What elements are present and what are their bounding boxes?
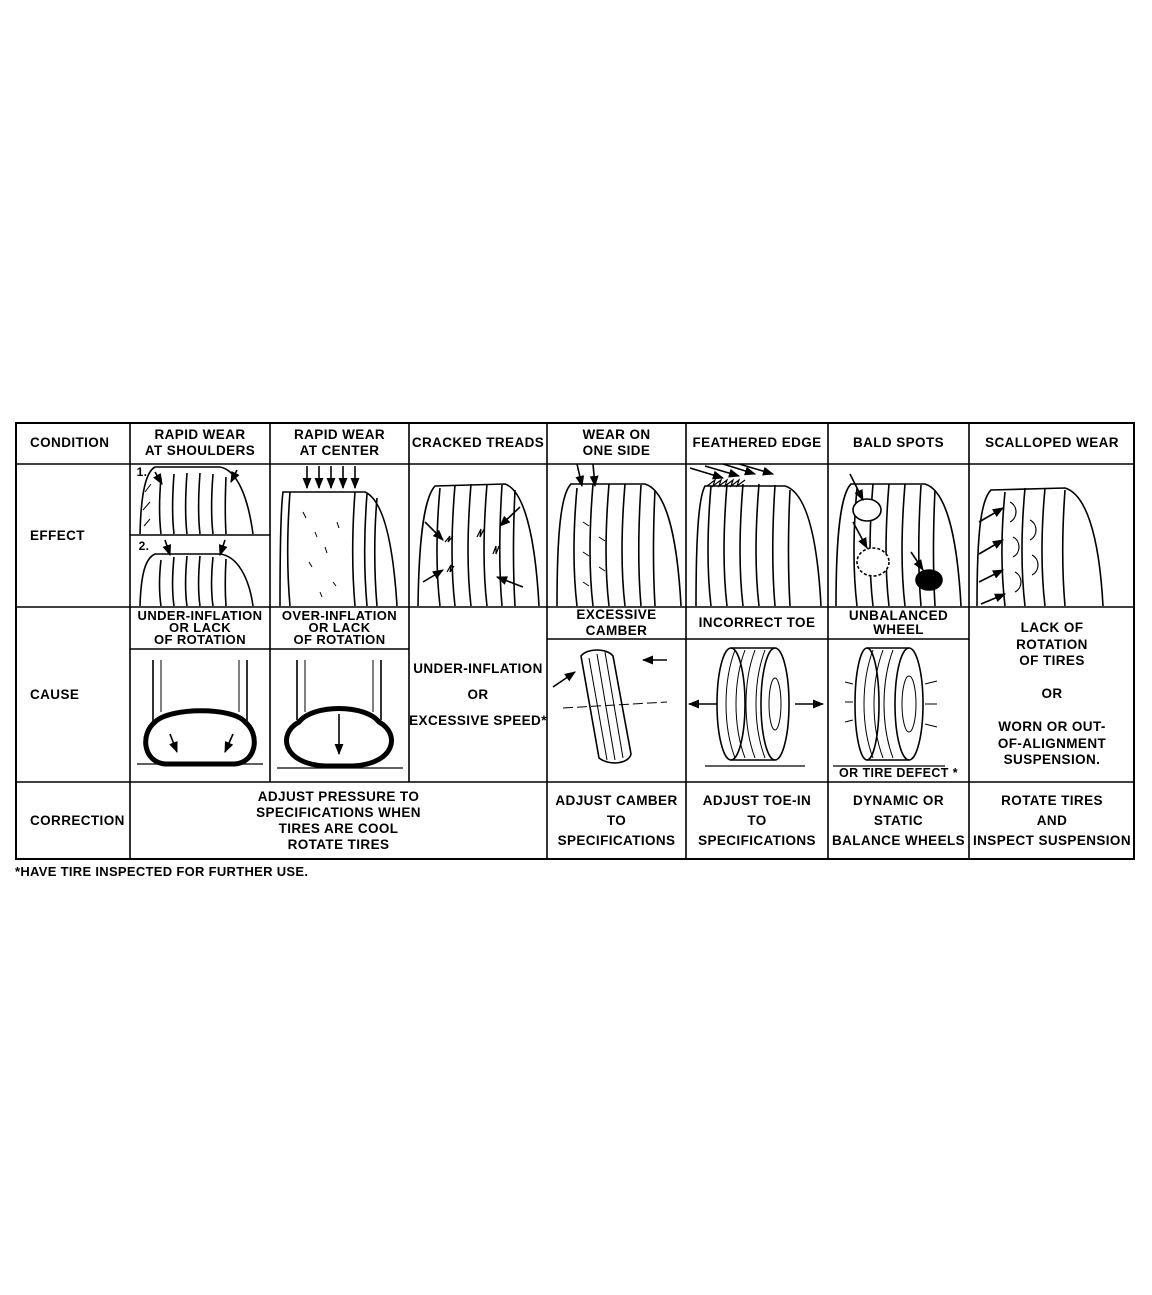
correction-camber: ADJUST CAMBER TO SPECIFICATIONS (555, 793, 678, 848)
condition-center: RAPID WEAR AT CENTER (294, 427, 385, 458)
row-label-effect: EFFECT (30, 527, 85, 543)
tire-shoulder-wear-1 (139, 466, 254, 535)
correction-rotate: ROTATE TIRES AND INSPECT SUSPENSION (973, 793, 1131, 848)
tire-excessive-camber (552, 649, 668, 764)
condition-one-side: WEAR ON ONE SIDE (582, 427, 651, 458)
tire-feathered-edge (689, 463, 822, 607)
tire-illustrations (15, 422, 1135, 860)
effect-marker-1: 1. (136, 465, 148, 479)
effect-marker-2: 2. (138, 539, 150, 553)
table-border (15, 422, 1135, 860)
correction-pressure: ADJUST PRESSURE TO SPECIFICATIONS WHEN T… (256, 789, 421, 852)
correction-balance: DYNAMIC OR STATIC BALANCE WHEELS (831, 793, 966, 848)
tire-scalloped-wear (976, 487, 1104, 607)
footnote: *HAVE TIRE INSPECTED FOR FURTHER USE. (15, 864, 309, 879)
row-label-correction: CORRECTION (30, 813, 125, 828)
cause-one-side: EXCESSIVE CAMBER (576, 607, 657, 638)
tire-center-wear (279, 466, 398, 607)
tire-wear-table: CONDITION EFFECT CAUSE CORRECTION RAPID … (15, 422, 1135, 860)
condition-shoulders: RAPID WEAR AT SHOULDERS (144, 427, 256, 458)
condition-scalloped: SCALLOPED WEAR (985, 435, 1119, 450)
cause-center: OVER-INFLATION OR LACK OF ROTATION (281, 608, 398, 647)
cause-bald: UNBALANCED WHEEL (848, 608, 949, 637)
tire-cross-section-over (277, 660, 403, 769)
cause-scalloped: LACK OF ROTATION OF TIRES OR WORN OR OUT… (997, 620, 1107, 768)
row-label-condition: CONDITION (30, 435, 110, 450)
tire-incorrect-toe (687, 647, 825, 767)
tire-unbalanced-wheel (833, 647, 945, 767)
tire-cross-section-under (137, 660, 263, 767)
tire-cracked-treads (417, 483, 540, 607)
cause-bald-note: OR TIRE DEFECT * (839, 766, 958, 780)
cause-feathered: INCORRECT TOE (698, 615, 816, 630)
cause-cracked: UNDER-INFLATION OR EXCESSIVE SPEED* (409, 661, 547, 728)
condition-feathered: FEATHERED EDGE (692, 435, 822, 450)
tire-one-side-wear (556, 463, 682, 607)
condition-bald: BALD SPOTS (852, 435, 944, 450)
row-label-cause: CAUSE (30, 686, 80, 702)
tire-bald-spots (835, 473, 962, 607)
cause-shoulders: UNDER-INFLATION OR LACK OF ROTATION (137, 608, 263, 647)
correction-toe: ADJUST TOE-IN TO SPECIFICATIONS (698, 793, 816, 848)
tire-shoulder-wear-2 (139, 539, 254, 607)
condition-cracked: CRACKED TREADS (411, 435, 545, 450)
